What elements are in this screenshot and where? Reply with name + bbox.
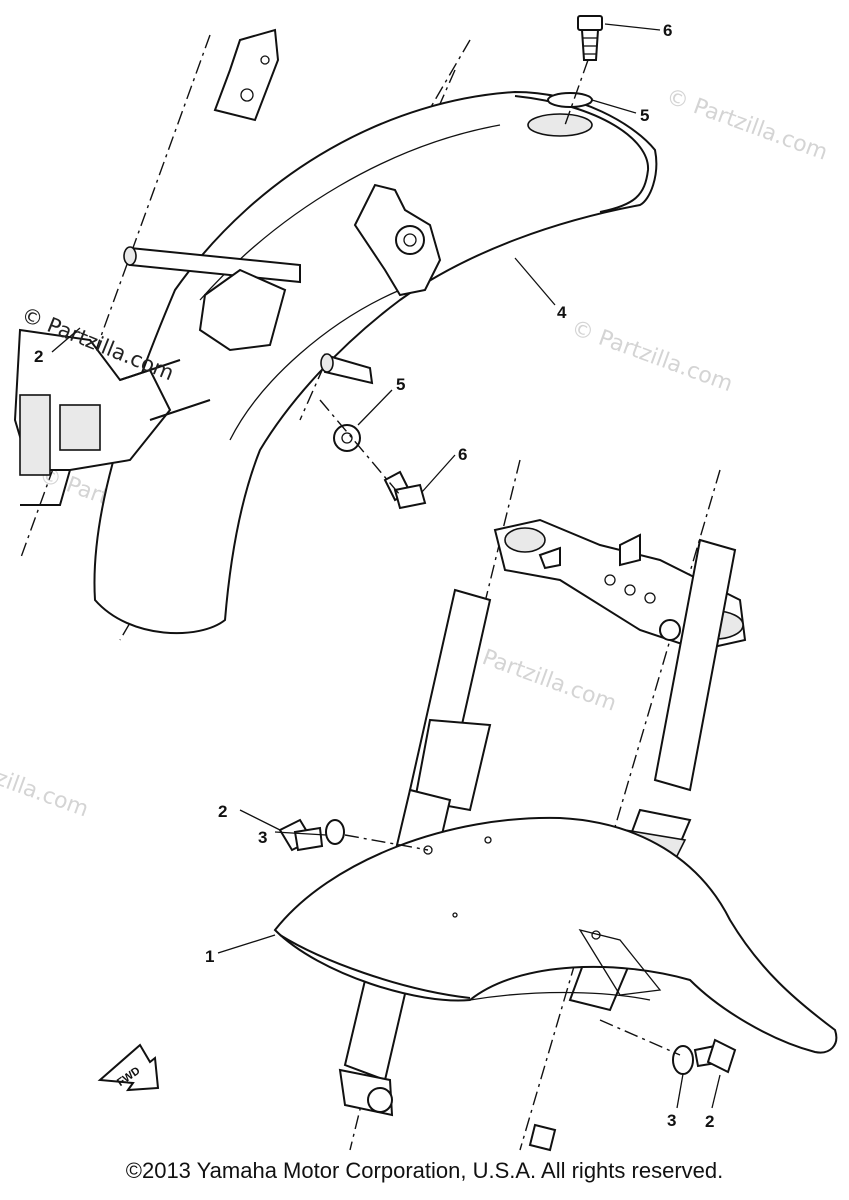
left-fork-boot — [413, 718, 492, 812]
callout-2-mid: 2 — [218, 802, 227, 821]
callout-2-left: 2 — [34, 347, 43, 366]
bolt-6-mid — [383, 470, 427, 510]
washer-5-mid — [333, 424, 361, 452]
callout-5-top: 5 — [640, 106, 649, 125]
washer-3-mid — [325, 819, 345, 845]
callout-1: 1 — [205, 947, 214, 966]
right-fork-tube — [653, 538, 737, 792]
callout-3-bottom: 3 — [667, 1111, 676, 1130]
watermark: © Partzilla.com — [663, 84, 831, 166]
washer-5-top — [547, 92, 593, 108]
watermark: © Partzilla.com — [0, 741, 92, 823]
callout-4: 4 — [557, 303, 567, 322]
bolt-2-bottom — [693, 1038, 737, 1074]
rear-fender — [93, 90, 658, 635]
bolt-6-top — [577, 15, 603, 61]
front-fork-group: FWD — [97, 459, 838, 1152]
washer-3-bottom — [672, 1045, 694, 1075]
watermark: © Partzilla.com — [243, 0, 411, 2]
callout-5-mid: 5 — [396, 375, 405, 394]
callout-6-top: 6 — [663, 21, 672, 40]
rear-fender-group — [13, 28, 658, 641]
fender-mount-plate — [527, 113, 593, 137]
callout-3-mid: 3 — [258, 828, 267, 847]
forward-arrow: FWD — [97, 1043, 160, 1092]
front-fender — [273, 816, 838, 1054]
right-fork-bottom — [528, 1123, 557, 1152]
callout-6-mid: 6 — [458, 445, 467, 464]
callout-2-bottom: 2 — [705, 1112, 714, 1131]
top-mount-bracket — [213, 28, 280, 122]
callouts: 6 5 4 2 5 6 2 3 1 3 2 — [34, 21, 721, 1131]
copyright-notice: ©2013 Yamaha Motor Corporation, U.S.A. A… — [125, 1158, 724, 1183]
watermark: © Partzilla.com — [568, 316, 736, 398]
center-mount-block — [198, 268, 287, 352]
